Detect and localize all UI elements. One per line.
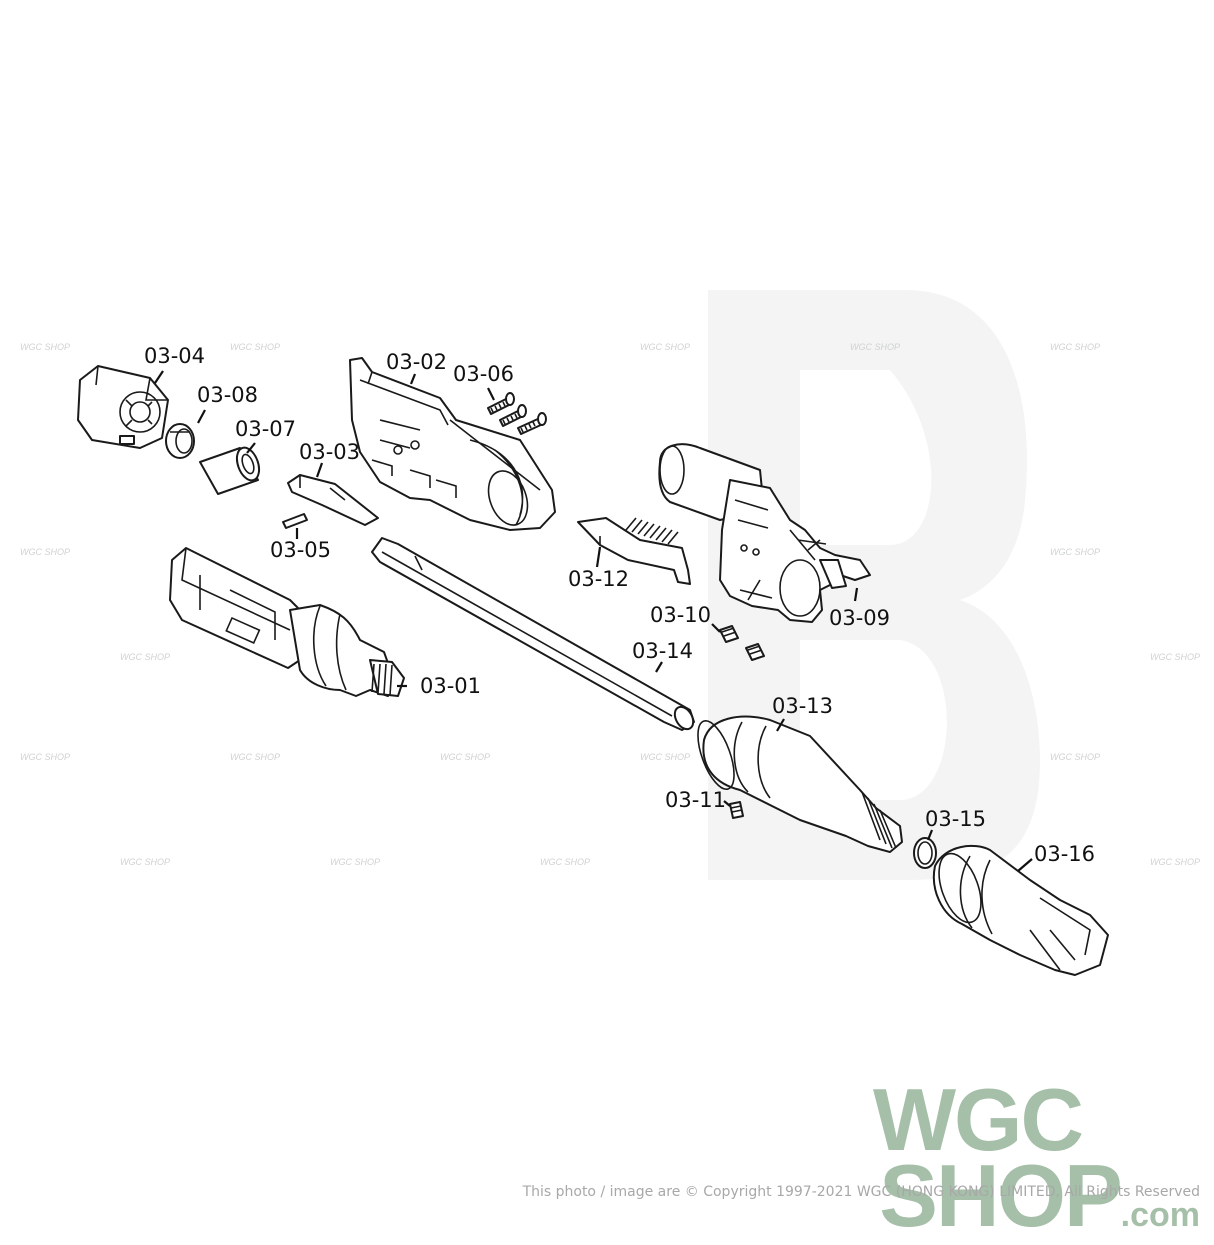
part-03-16-flash-hider xyxy=(932,844,1109,976)
svg-text:WGC SHOP: WGC SHOP xyxy=(230,752,280,762)
label-03-09: 03-09 xyxy=(829,606,890,630)
part-labels: 03-04 03-08 03-07 03-03 03-05 03-02 03-0… xyxy=(144,344,1095,866)
svg-text:WGC SHOP: WGC SHOP xyxy=(1050,342,1100,352)
svg-text:WGC SHOP: WGC SHOP xyxy=(440,752,490,762)
part-03-15-o-ring xyxy=(913,837,937,869)
logo-suffix: .com xyxy=(1120,1195,1200,1234)
part-03-02-barrel-housing xyxy=(349,357,556,531)
svg-text:WGC SHOP: WGC SHOP xyxy=(20,752,70,762)
label-03-07: 03-07 xyxy=(235,417,296,441)
part-03-10-set-screws xyxy=(719,625,765,661)
svg-text:WGC SHOP: WGC SHOP xyxy=(20,547,70,557)
exploded-parts-diagram: WGC SHOP WGC SHOP WGC SHOP WGC SHOP WGC … xyxy=(20,290,1200,976)
svg-text:WGC SHOP: WGC SHOP xyxy=(120,652,170,662)
part-03-01-outer-barrel-base xyxy=(169,547,405,697)
label-03-13: 03-13 xyxy=(772,694,833,718)
svg-text:WGC SHOP: WGC SHOP xyxy=(120,857,170,867)
label-03-15: 03-15 xyxy=(925,807,986,831)
svg-text:WGC SHOP: WGC SHOP xyxy=(20,342,70,352)
label-03-10: 03-10 xyxy=(650,603,711,627)
svg-text:WGC SHOP: WGC SHOP xyxy=(230,342,280,352)
label-03-05: 03-05 xyxy=(270,538,331,562)
svg-text:WGC SHOP: WGC SHOP xyxy=(850,342,900,352)
part-03-08-ring xyxy=(165,423,195,459)
part-03-11-grub-screw xyxy=(729,801,744,819)
svg-text:WGC SHOP: WGC SHOP xyxy=(330,857,380,867)
part-03-06-screws xyxy=(487,392,547,435)
svg-text:WGC SHOP: WGC SHOP xyxy=(1050,752,1100,762)
part-03-14-inner-barrel xyxy=(371,537,695,731)
part-03-04-hopup-chamber xyxy=(77,365,169,449)
label-03-06: 03-06 xyxy=(453,362,514,386)
wgc-shop-logo: WGC SHOP.com xyxy=(872,1070,1200,1239)
label-03-14: 03-14 xyxy=(632,639,693,663)
copyright-notice: This photo / image are © Copyright 1997-… xyxy=(522,1184,1200,1200)
label-03-01: 03-01 xyxy=(420,674,481,698)
svg-text:WGC SHOP: WGC SHOP xyxy=(1050,547,1100,557)
label-03-16: 03-16 xyxy=(1034,842,1095,866)
label-03-04: 03-04 xyxy=(144,344,205,368)
part-03-03-hopup-arm xyxy=(287,474,379,526)
label-03-12: 03-12 xyxy=(568,567,629,591)
leader-lines xyxy=(154,370,1033,872)
svg-text:WGC SHOP: WGC SHOP xyxy=(1150,857,1200,867)
part-03-12-spring-piece xyxy=(577,517,691,585)
svg-text:WGC SHOP: WGC SHOP xyxy=(540,857,590,867)
svg-text:WGC SHOP: WGC SHOP xyxy=(640,342,690,352)
part-03-05-pin xyxy=(282,513,308,529)
label-03-11: 03-11 xyxy=(665,788,726,812)
part-03-09-gas-block xyxy=(658,443,871,623)
label-03-08: 03-08 xyxy=(197,383,258,407)
part-03-13-barrel-extension xyxy=(697,715,903,853)
part-03-07-bucking xyxy=(199,446,261,495)
faint-watermark-row: WGC SHOP WGC SHOP WGC SHOP WGC SHOP WGC … xyxy=(20,342,1200,867)
svg-text:WGC SHOP: WGC SHOP xyxy=(1150,652,1200,662)
svg-text:WGC SHOP: WGC SHOP xyxy=(640,752,690,762)
label-03-02: 03-02 xyxy=(386,350,447,374)
label-03-03: 03-03 xyxy=(299,440,360,464)
logo-line-wgc: WGC xyxy=(872,1070,1084,1169)
